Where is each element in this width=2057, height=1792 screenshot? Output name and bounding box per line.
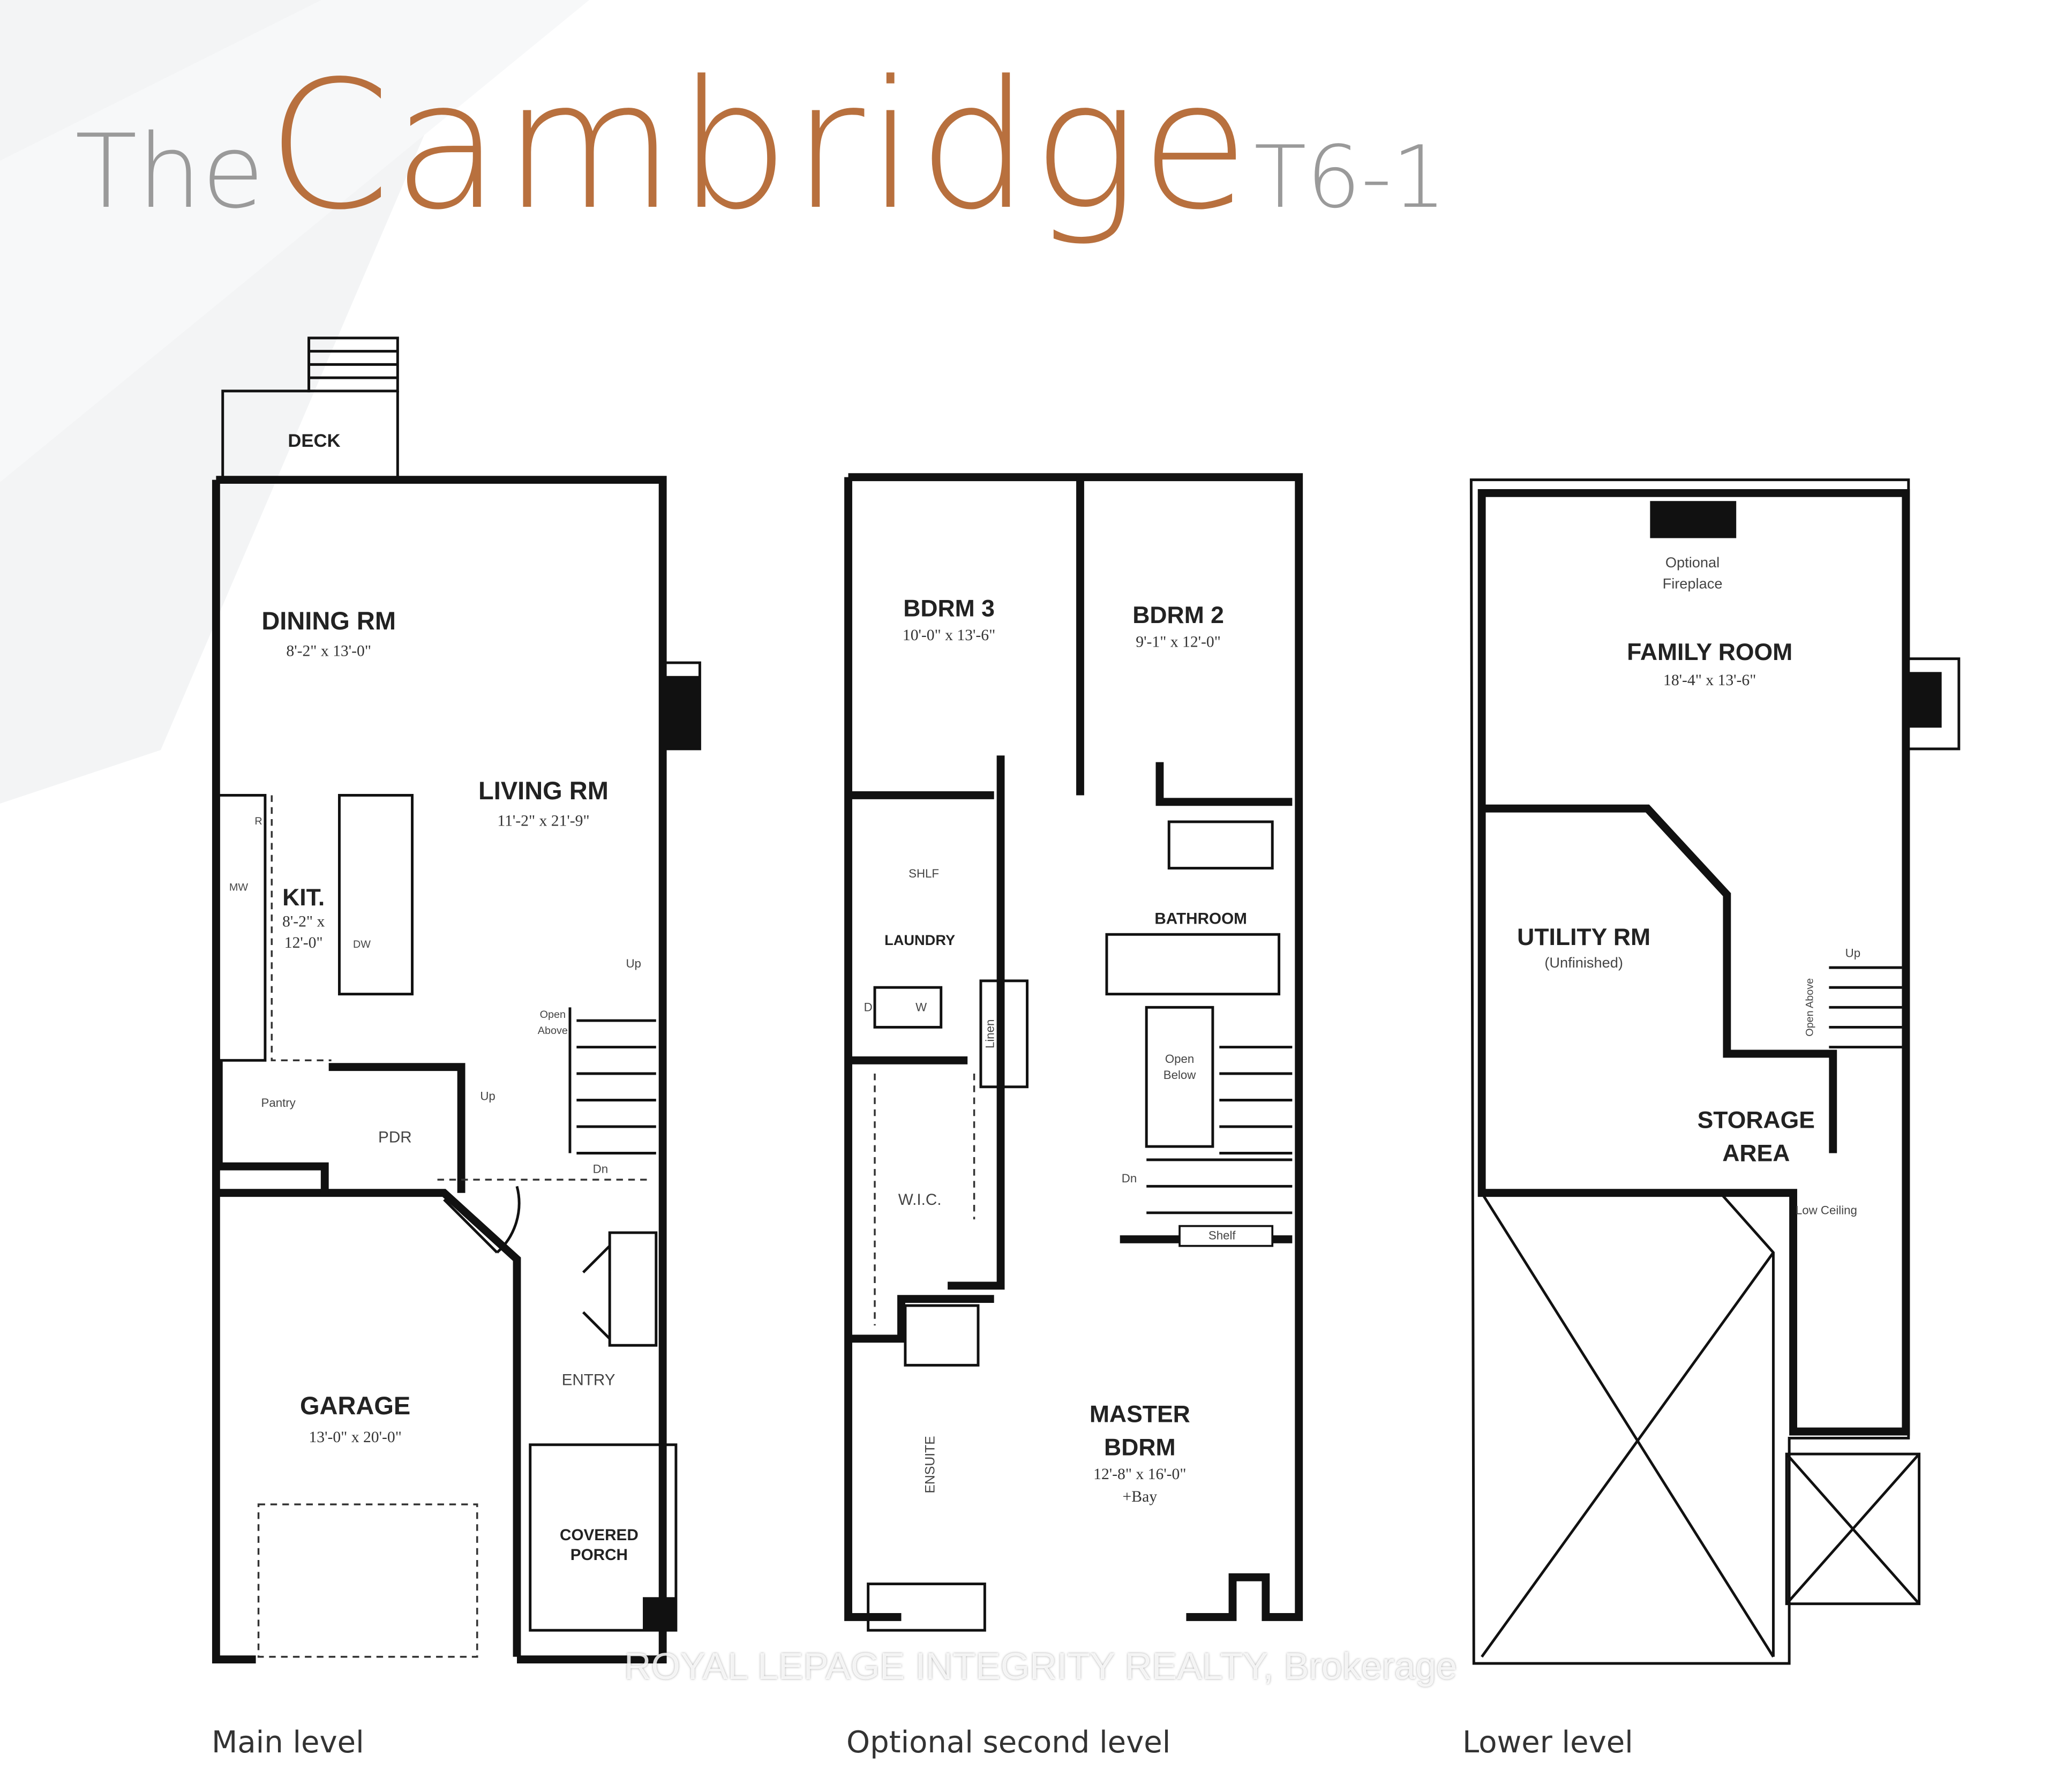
stairs-down-label: Dn xyxy=(593,1163,608,1176)
lower-level-caption: Lower level xyxy=(1462,1725,1633,1760)
stairs-up-label-2: Up xyxy=(480,1090,495,1103)
lower-level-plan: Optional Fireplace FAMILY ROOM 18'-4" x … xyxy=(1469,478,1961,1665)
deck-label: DECK xyxy=(288,431,340,451)
storage-area-label-1: STORAGE xyxy=(1698,1107,1815,1133)
bedroom-2-label: BDRM 2 xyxy=(1132,602,1224,628)
kitchen-size-1: 8'-2" x xyxy=(282,913,325,930)
porch-label-1: COVERED xyxy=(560,1526,639,1544)
master-bedroom-label-2: BDRM xyxy=(1104,1435,1176,1461)
kitchen-label: KIT. xyxy=(282,884,325,911)
watermark: ROYAL LEPAGE INTEGRITY REALTY, Brokerage xyxy=(624,1645,1457,1687)
page-title: The Cambridge T6-1 xyxy=(75,43,1446,249)
master-bedroom-label-1: MASTER xyxy=(1090,1401,1190,1428)
utility-room-note: (Unfinished) xyxy=(1544,954,1623,971)
family-room-size: 18'-4" x 13'-6" xyxy=(1663,672,1756,689)
master-bedroom-size: 12'-8" x 16'-0" xyxy=(1093,1466,1186,1483)
dryer-label: D xyxy=(864,1001,873,1014)
storage-area-label-2: AREA xyxy=(1722,1140,1790,1166)
bathroom-label: BATHROOM xyxy=(1154,910,1247,927)
living-room-label: LIVING RM xyxy=(478,776,609,805)
open-above-label: Open Above xyxy=(1804,978,1816,1037)
main-level-plan: DECK DINING RM 8'-2" x 13'-0" LIVING RM … xyxy=(212,336,701,1664)
title-name: Cambridge xyxy=(267,43,1251,249)
dining-room-label: DINING RM xyxy=(261,606,396,635)
garage-label: GARAGE xyxy=(300,1391,410,1420)
linen-label: Linen xyxy=(984,1019,997,1048)
pantry-label: Pantry xyxy=(261,1096,296,1109)
laundry-label: LAUNDRY xyxy=(884,932,955,948)
refrigerator-label: R xyxy=(254,815,262,827)
optional-fireplace-label-2: Fireplace xyxy=(1663,575,1723,592)
second-level-plan: BDRM 3 10'-0" x 13'-6" BDRM 2 9'-1" x 12… xyxy=(844,473,1303,1632)
dishwasher-label: DW xyxy=(353,939,371,950)
bedroom-3-size: 10'-0" x 13'-6" xyxy=(903,627,995,644)
title-prefix: The xyxy=(75,113,265,231)
low-ceiling-label: Low Ceiling xyxy=(1796,1203,1857,1217)
family-room-label: FAMILY ROOM xyxy=(1627,639,1792,665)
utility-room-label: UTILITY RM xyxy=(1517,924,1650,950)
powder-room-label: PDR xyxy=(378,1129,412,1146)
entry-label: ENTRY xyxy=(562,1371,615,1389)
ensuite-label: ENSUITE xyxy=(923,1436,937,1493)
title-model: T6-1 xyxy=(1254,127,1447,227)
living-room-size: 11'-2" x 21'-9" xyxy=(497,812,589,829)
open-above-label-2: Above xyxy=(538,1025,568,1037)
bedroom-2-size: 9'-1" x 12'-0" xyxy=(1136,633,1221,650)
optional-fireplace-label-1: Optional xyxy=(1665,554,1720,571)
stairs-up-label: Up xyxy=(1845,946,1860,959)
main-level-caption: Main level xyxy=(212,1725,364,1760)
shelf-label-upper: SHLF xyxy=(909,867,939,880)
stairs-down-label: Dn xyxy=(1122,1172,1137,1185)
washer-label: W xyxy=(915,1001,927,1014)
open-above-label-1: Open xyxy=(540,1009,566,1021)
porch-label-2: PORCH xyxy=(570,1546,628,1564)
master-bedroom-bay: +Bay xyxy=(1123,1488,1158,1505)
kitchen-size-2: 12'-0" xyxy=(284,934,323,951)
open-below-label-2: Below xyxy=(1163,1068,1197,1082)
dining-room-size: 8'-2" x 13'-0" xyxy=(286,643,371,660)
shelf-label: Shelf xyxy=(1208,1228,1236,1242)
second-level-caption: Optional second level xyxy=(846,1725,1171,1760)
open-below-label-1: Open xyxy=(1165,1052,1194,1066)
microwave-label: MW xyxy=(229,882,248,894)
stairs-up-label: Up xyxy=(626,957,641,970)
bedroom-3-label: BDRM 3 xyxy=(903,595,995,621)
garage-size: 13'-0" x 20'-0" xyxy=(309,1429,401,1446)
walk-in-closet-label: W.I.C. xyxy=(898,1191,942,1209)
